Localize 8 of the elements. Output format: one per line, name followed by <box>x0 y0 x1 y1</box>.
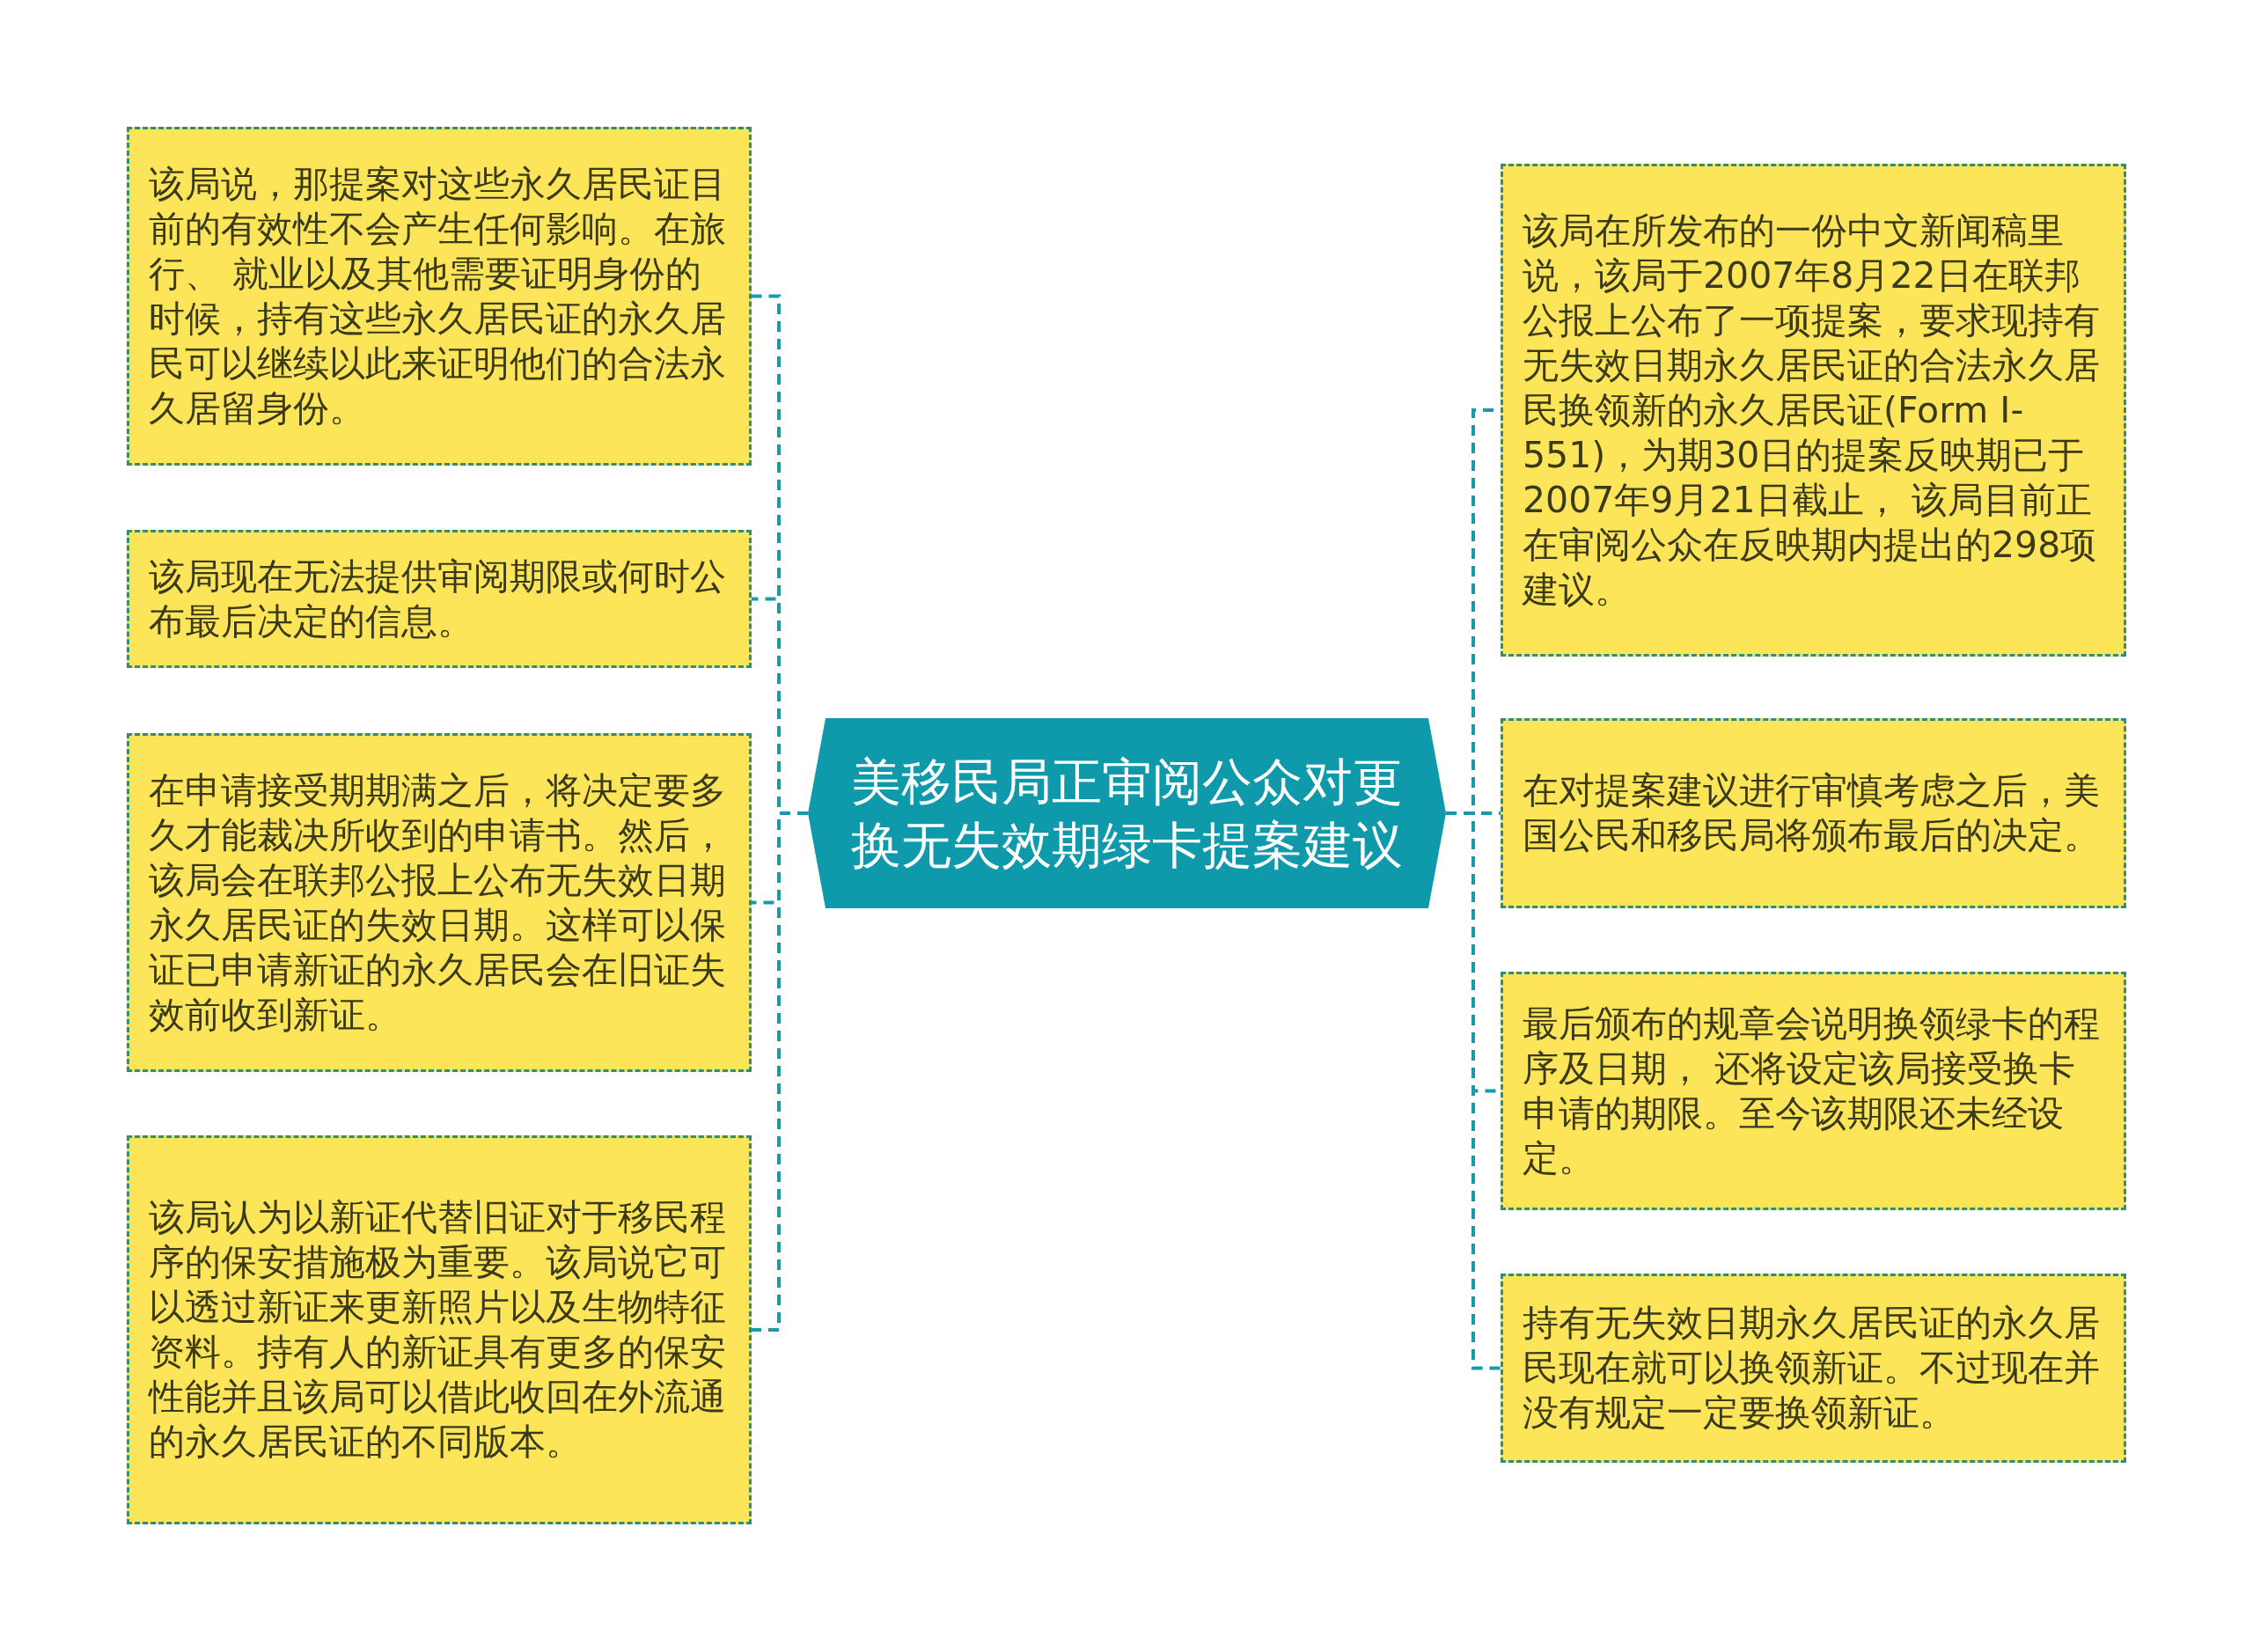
note-box: 该局在所发布的一份中文新闻稿里说，该局于2007年8月22日在联邦公报上公布了一项提案，要求现持有无失效日期永久居民证的合法永久居民换领新的永久居民证(Form I-551)，为期30日的提案反映期已于2007年9月21日截止， 该局目前正在审阅公众在反映期内提出的298项建议。 <box>1501 164 2126 657</box>
note-box: 最后颁布的规章会说明换领绿卡的程序及日期， 还将设定该局接受换卡申请的期限。至今该期限还未经设定。 <box>1501 972 2126 1210</box>
note-box: 该局说，那提案对这些永久居民证目前的有效性不会产生任何影响。在旅行、 就业以及其他需要证明身份的时候，持有这些永久居民证的永久居民可以继续以此来证明他们的合法永久居留身份。 <box>127 127 752 466</box>
note-box: 该局现在无法提供审阅期限或何时公布最后决定的信息。 <box>127 530 752 668</box>
note-box: 持有无失效日期永久居民证的永久居民现在就可以换领新证。不过现在并没有规定一定要换领新证。 <box>1501 1274 2126 1463</box>
note-box: 该局认为以新证代替旧证对于移民程序的保安措施极为重要。该局说它可以透过新证来更新照片以及生物特征资料。持有人的新证具有更多的保安性能并且该局可以借此收回在外流通的永久居民证的不同版本。 <box>127 1135 752 1524</box>
note-box: 在对提案建议进行审慎考虑之后，美国公民和移民局将颁布最后的决定。 <box>1501 718 2126 908</box>
note-box: 在申请接受期期满之后，将决定要多久才能裁决所收到的申请书。然后，该局会在联邦公报上公布无失效日期永久居民证的失效日期。这样可以保证已申请新证的永久居民会在旧证失效前收到新证。 <box>127 733 752 1072</box>
